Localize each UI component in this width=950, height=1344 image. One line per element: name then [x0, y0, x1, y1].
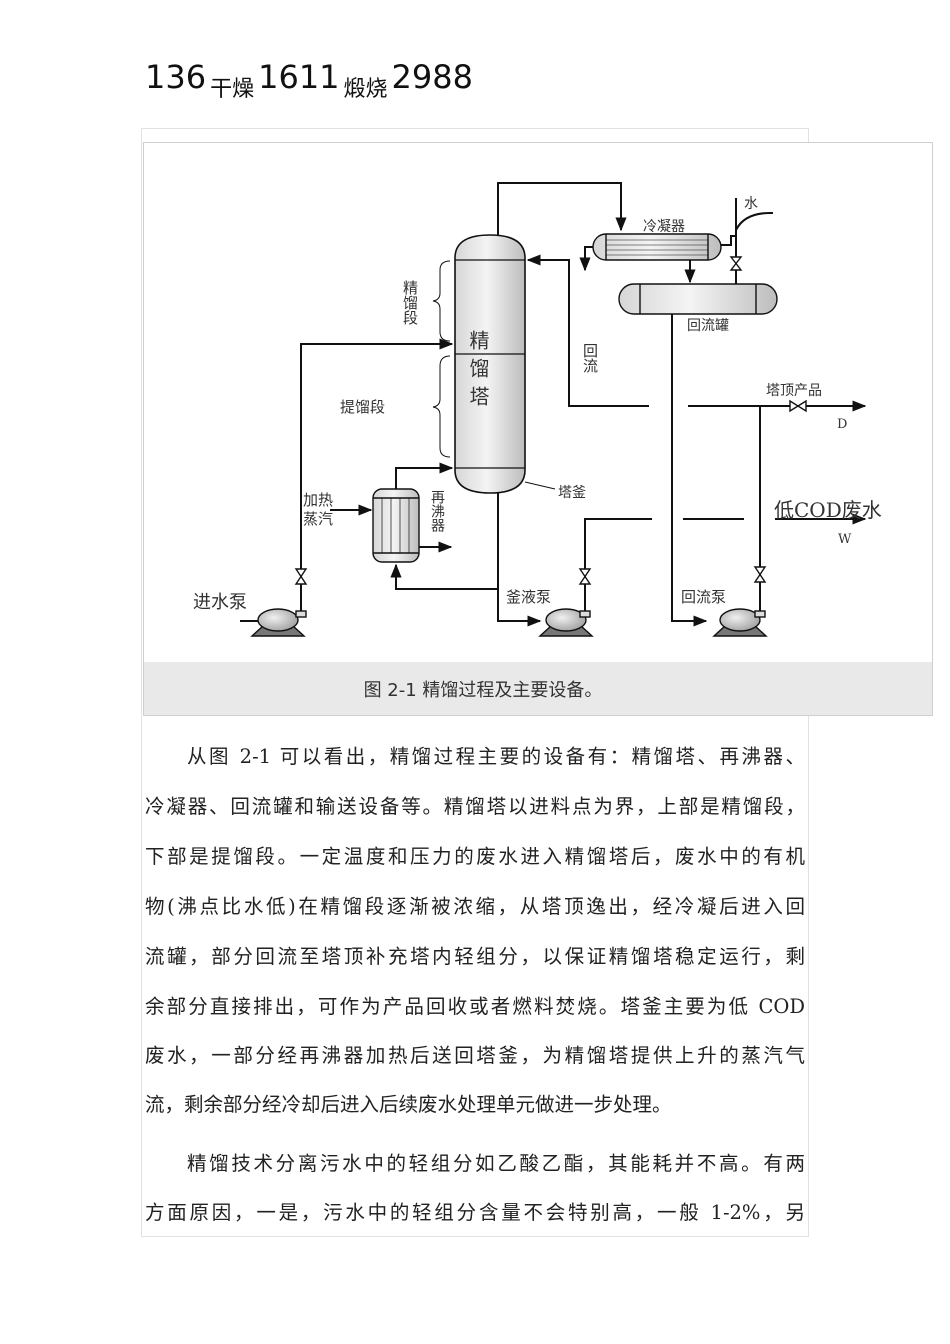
- label-w: W: [838, 532, 852, 547]
- label-heat-steam-2: 蒸汽: [303, 510, 333, 528]
- body-line: 下部是提馏段。一定温度和压力的废水进入精馏塔后，废水中的有机: [145, 845, 805, 868]
- body-line: 废水，一部分经再沸器加热后送回塔釜，为精馏塔提供上升的蒸汽气: [145, 1044, 805, 1067]
- label-feed-pump: 进水泵: [193, 592, 247, 613]
- feed-valve-icon: [294, 568, 308, 585]
- feed-pump-icon: [250, 608, 307, 637]
- body-line: 方面原因，一是，污水中的轻组分含量不会特别高，一般 1-2%，另: [145, 1201, 805, 1224]
- reflux-drum: [618, 283, 778, 315]
- label-stripping: 提馏段: [340, 398, 385, 416]
- distillation-diagram: 精馏塔 精馏段 提馏段 冷凝器 水 回流罐 回流 塔顶产品 D 塔釜 加热 蒸汽…: [193, 182, 882, 637]
- figure-caption-band: 图 2-1 精馏过程及主要设备。: [144, 662, 932, 715]
- label-drum: 回流罐: [687, 318, 729, 334]
- body-line: 物(沸点比水低)在精馏段逐渐被浓缩，从塔顶逸出，经冷凝后进入回: [145, 895, 805, 918]
- heading-number-3: 2988: [391, 58, 473, 96]
- bottom-pump-icon: [538, 608, 594, 637]
- body-line: 从图 2-1 可以看出，精馏过程主要的设备有：精馏塔、再沸器、: [187, 745, 805, 768]
- label-d: D: [837, 417, 847, 432]
- reflux-pump-valve-icon: [753, 566, 767, 583]
- heading-word-1: 干燥: [210, 77, 255, 102]
- label-heat-steam-1: 加热: [303, 491, 333, 509]
- label-column: 精馏塔: [466, 330, 490, 414]
- body-line: 精馏技术分离污水中的轻组分如乙酸乙酯，其能耗并不高。有两: [187, 1152, 805, 1175]
- reflux-pump-icon: [712, 608, 768, 637]
- label-bottom-pump: 釜液泵: [506, 588, 551, 606]
- label-rectifying: 精馏段: [401, 280, 419, 325]
- distillation-column: [454, 234, 526, 494]
- body-line: 流，剩余部分经冷却后进入后续废水处理单元做进一步处理。: [145, 1093, 672, 1116]
- label-top-product: 塔顶产品: [766, 383, 822, 399]
- reboiler: [372, 488, 420, 563]
- heading-word-2: 煅烧: [343, 77, 388, 102]
- figure-caption: 图 2-1 精馏过程及主要设备。: [363, 680, 603, 701]
- label-reboiler: 再沸器: [429, 490, 445, 532]
- product-valve-icon: [789, 399, 807, 413]
- bottom-pump-valve-icon: [578, 568, 592, 585]
- water-valve-icon: [729, 256, 743, 271]
- body-line: 余部分直接排出，可作为产品回收或者燃料焚烧。塔釜主要为低 COD: [145, 995, 805, 1018]
- label-reflux: 回流: [581, 343, 599, 374]
- heading-number-1: 136: [145, 58, 207, 96]
- label-low-cod: 低COD废水: [774, 498, 882, 522]
- heading-number-2: 1611: [258, 58, 340, 96]
- body-line: 流罐，部分回流至塔顶补充塔内轻组分，以保证精馏塔稳定运行，剩: [145, 945, 805, 968]
- label-reflux-pump: 回流泵: [681, 588, 726, 606]
- label-water: 水: [744, 196, 758, 212]
- label-condenser: 冷凝器: [643, 219, 685, 235]
- label-bottom: 塔釜: [558, 485, 586, 501]
- body-line: 冷凝器、回流罐和输送设备等。精馏塔以进料点为界，上部是精馏段，: [145, 795, 805, 818]
- condenser: [592, 233, 722, 261]
